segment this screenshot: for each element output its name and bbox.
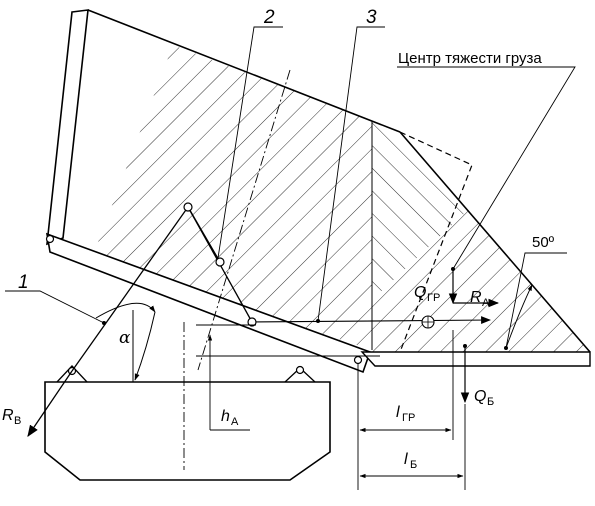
svg-text:ГР: ГР (427, 292, 440, 304)
bracket-left (56, 365, 88, 383)
label-part-3: 3 (366, 7, 377, 28)
pivot-rear (353, 355, 363, 365)
lifting-mechanism (27, 202, 491, 437)
force-line-rb (27, 370, 73, 437)
forces (316, 267, 508, 404)
cargo-hatch-upper (92, 45, 372, 350)
cargo-slope-edge (399, 131, 591, 353)
label-h-a: h А (221, 408, 239, 428)
leader-part-1-dot (102, 321, 106, 325)
label-q-b: Q Б (474, 388, 494, 408)
axis-inclined (197, 69, 291, 371)
joint-top (183, 202, 193, 212)
cargo-outline-dashed (399, 131, 473, 353)
leader-part-3 (317, 26, 385, 322)
svg-text:Б: Б (487, 396, 494, 408)
leader-angle-50 (505, 252, 567, 349)
alpha-angle (95, 302, 156, 382)
pivot-front (45, 234, 55, 244)
svg-text:R: R (2, 407, 14, 424)
body-floor (45, 232, 372, 374)
labels: 1 2 3 Центр тяжести груза 50º α Q ГР R А… (2, 7, 555, 471)
label-angle-50: 50º (532, 234, 555, 251)
svg-text:Q: Q (474, 388, 486, 405)
body-front-board (46, 9, 89, 246)
label-part-2: 2 (263, 7, 275, 28)
svg-text:А: А (482, 297, 490, 309)
svg-text:R: R (470, 289, 482, 306)
svg-text:В: В (14, 415, 21, 427)
label-q-gr: Q ГР (414, 284, 440, 304)
leader-lines (5, 26, 576, 349)
joint-mid (215, 257, 225, 267)
svg-text:А: А (231, 416, 239, 428)
svg-text:Б: Б (410, 459, 417, 471)
cargo-hatch-slope-left (372, 121, 468, 300)
label-alpha: α (119, 328, 131, 348)
svg-text:l: l (396, 404, 400, 421)
lever-arm-1 (71, 206, 189, 372)
hinge-right (295, 365, 305, 375)
cargo-tail-plate (360, 351, 591, 367)
leader-part-1 (5, 290, 105, 324)
cargo-load (92, 45, 590, 352)
label-center-of-gravity: Центр тяжести груза (398, 50, 542, 67)
axis-lines (183, 69, 291, 470)
angle-50-arc (505, 284, 533, 349)
leader-cog (397, 66, 576, 270)
height-dimension (196, 324, 380, 431)
label-part-1: 1 (18, 272, 29, 293)
leader-part-2 (217, 26, 283, 259)
frame-block (44, 381, 331, 481)
svg-text:h: h (221, 408, 230, 425)
label-l-gr: l ГР (396, 404, 415, 424)
label-r-b: R В (2, 407, 21, 427)
chassis-frame (44, 365, 331, 481)
svg-text:l: l (404, 451, 408, 468)
svg-text:Q: Q (414, 284, 426, 301)
dump-body (45, 9, 591, 374)
alpha-arc-lower (134, 311, 156, 381)
link-rod-b (187, 206, 221, 263)
label-l-b: l Б (404, 451, 417, 471)
joint-bottom (247, 317, 257, 327)
body-top-edge (87, 9, 401, 133)
push-rod (251, 316, 491, 325)
svg-text:ГР: ГР (402, 412, 415, 424)
horizontal-dimensions (357, 330, 466, 490)
alpha-arc (95, 302, 156, 319)
label-r-a: R А (470, 289, 490, 309)
